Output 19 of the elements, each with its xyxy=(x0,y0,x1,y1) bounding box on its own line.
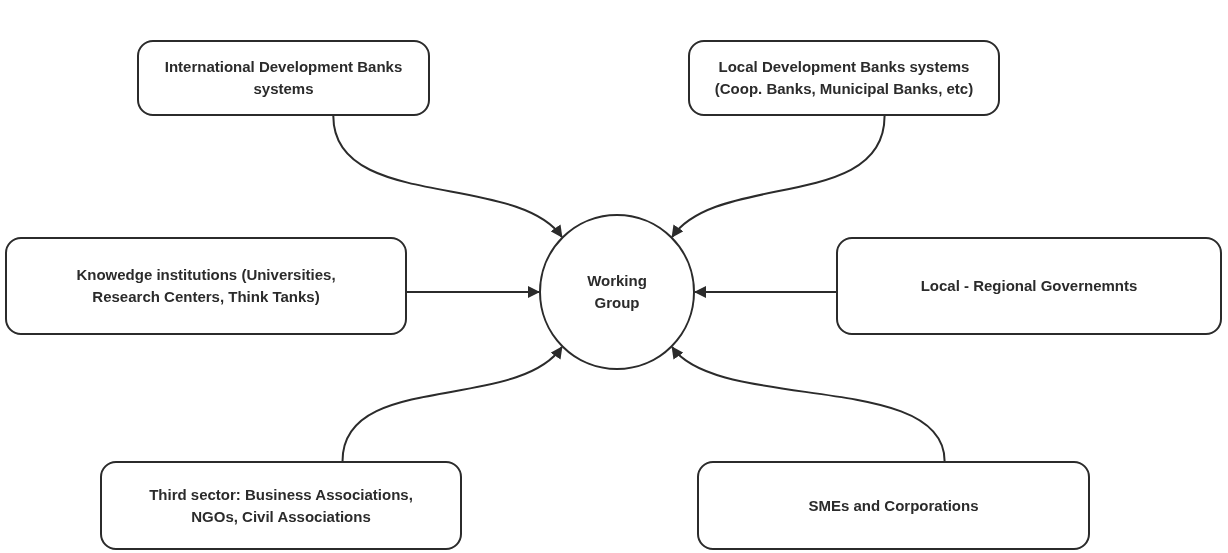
arrow xyxy=(671,346,946,462)
rounded-box xyxy=(5,237,407,335)
arrow xyxy=(406,286,540,298)
arrow xyxy=(341,346,563,462)
node-label: Knowedge institutions (Universities, Research Centers, Think Tanks) xyxy=(75,265,337,307)
rounded-box xyxy=(836,237,1222,335)
arrow xyxy=(671,115,886,238)
node-label: SMEs and Corporations xyxy=(808,495,979,516)
rounded-box xyxy=(697,461,1090,550)
node-label: Local Development Banks systems (Coop. Banks, Municipal Banks, etc) xyxy=(713,57,975,99)
node-label: Working Group xyxy=(586,271,648,313)
arrow xyxy=(332,115,563,238)
rounded-box xyxy=(100,461,462,550)
node-label: Third sector: Business Associations, NGOs, Civil Associations xyxy=(148,484,414,527)
node-label: International Development Banks systems xyxy=(163,57,404,99)
rounded-box xyxy=(688,40,1000,116)
arrow xyxy=(694,286,837,298)
rounded-box xyxy=(137,40,430,116)
node-label: Local - Regional Governemnts xyxy=(920,276,1138,296)
